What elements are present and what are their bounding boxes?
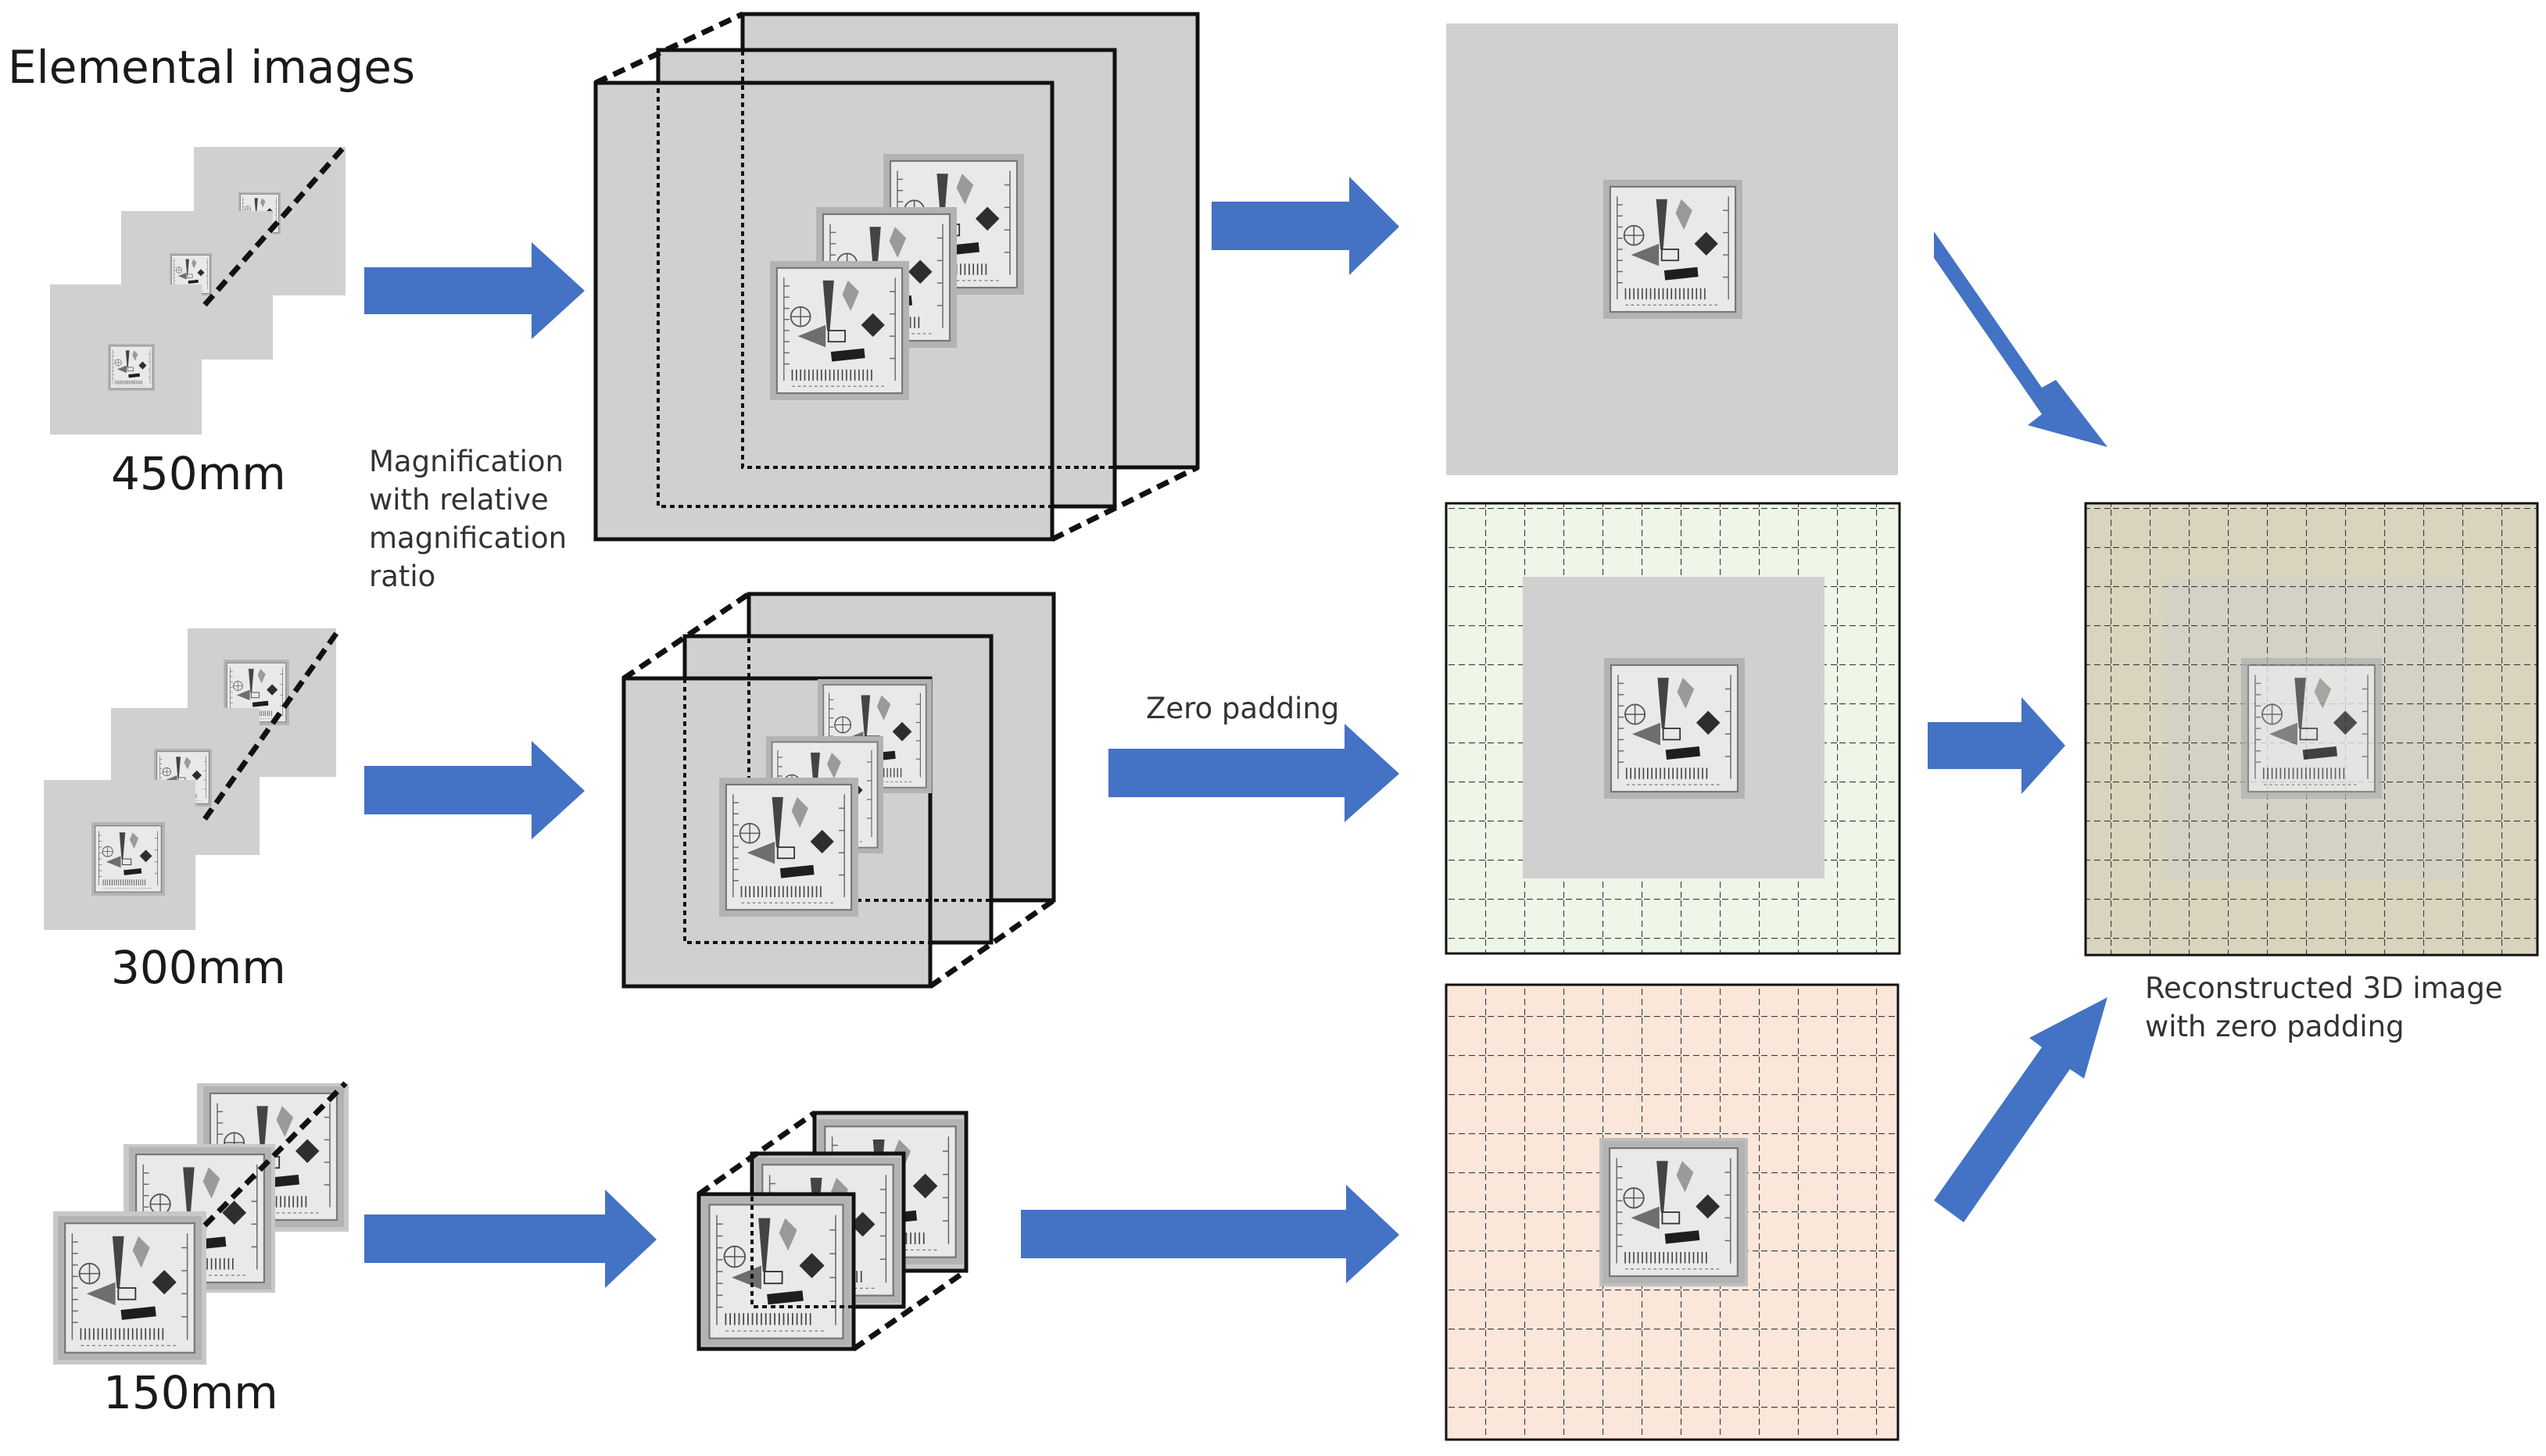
result-label-line: with zero padding: [2145, 1010, 2405, 1043]
reconstructed-image: [2084, 502, 2539, 957]
magnified-stack-450: [593, 11, 1200, 542]
right-arrow-icon: [1021, 1185, 1399, 1283]
diagonal-arrow-icon: [1934, 231, 2107, 447]
distance-label-300: 300mm: [111, 941, 286, 994]
arrows-col2: [1021, 177, 1399, 1283]
right-arrow-icon: [364, 1189, 657, 1288]
distance-label-150: 150mm: [103, 1366, 278, 1419]
right-arrow-icon: [1108, 724, 1399, 822]
page-title: Elemental images: [8, 41, 416, 94]
right-arrow-icon: [364, 741, 585, 839]
magnification-note-line: with relative: [369, 483, 549, 517]
padded-450: [1446, 23, 1898, 475]
magnified-stack-150: [696, 1111, 969, 1351]
distance-label-450: 450mm: [111, 447, 286, 500]
right-arrow-icon: [1212, 177, 1399, 275]
magnification-note-line: ratio: [369, 560, 436, 593]
magnification-note: Magnification with relative magnificatio…: [369, 442, 567, 596]
result-label: Reconstructed 3D image with zero padding: [2145, 969, 2503, 1046]
zero-padding-label: Zero padding: [1146, 692, 1340, 725]
padded-150: [1445, 983, 1900, 1441]
elemental-stack-300: [44, 628, 340, 930]
magnification-note-line: magnification: [369, 521, 568, 555]
elemental-stack-150: [53, 1081, 349, 1365]
diagonal-arrow-icon: [1934, 997, 2107, 1222]
arrows-col3: [1928, 231, 2107, 1222]
magnification-note-line: Magnification: [369, 445, 564, 478]
result-label-line: Reconstructed 3D image: [2145, 971, 2503, 1005]
right-arrow-icon: [1928, 697, 2065, 794]
right-arrow-icon: [364, 242, 585, 339]
elemental-stack-450: [50, 145, 346, 435]
arrows-col1: [364, 242, 657, 1288]
magnified-stack-300: [621, 592, 1056, 989]
padded-300: [1445, 502, 1901, 955]
